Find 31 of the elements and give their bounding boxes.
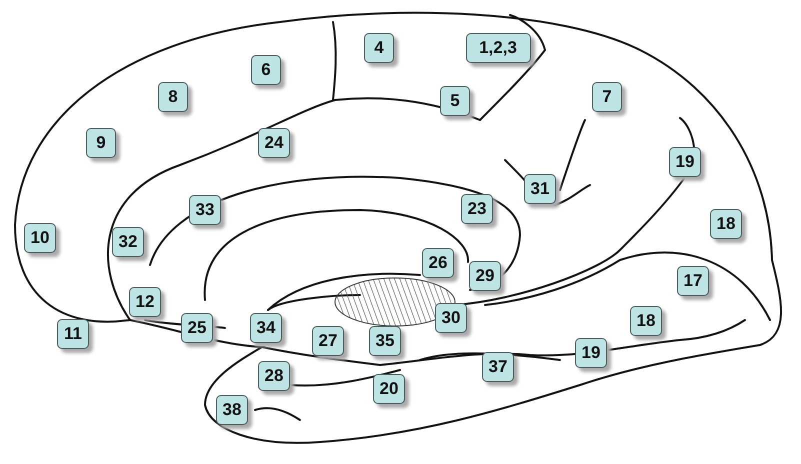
area-number-label: 4 (364, 33, 394, 63)
area-number-label: 28 (258, 361, 290, 391)
area-number-label: 19 (669, 147, 701, 177)
area-number-label: 17 (677, 266, 709, 296)
area-number-label: 30 (435, 303, 467, 333)
area-number-label: 6 (251, 55, 281, 85)
area-number-label: 12 (129, 287, 161, 317)
area-number-label: 29 (469, 261, 501, 291)
area-number-label: 20 (373, 374, 405, 404)
area-number-label: 26 (422, 248, 454, 278)
area-number-label: 9 (86, 128, 116, 158)
area-number-label: 10 (24, 223, 56, 253)
area-number-label: 31 (524, 174, 556, 204)
area-number-label: 18 (710, 209, 742, 239)
area-number-label: 19 (575, 338, 607, 368)
area-number-label: 38 (216, 395, 248, 425)
area-number-label: 32 (112, 227, 144, 257)
area-number-label: 11 (57, 319, 89, 349)
area-number-label: 27 (312, 326, 344, 356)
area-number-label: 35 (369, 326, 401, 356)
area-number-label: 25 (181, 313, 213, 343)
area-number-label: 34 (250, 313, 282, 343)
area-number-label: 5 (440, 86, 470, 116)
area-number-label: 8 (158, 82, 188, 112)
area-number-label: 24 (258, 128, 290, 158)
area-number-label: 7 (592, 82, 622, 112)
area-number-label: 37 (482, 352, 514, 382)
area-number-label: 23 (461, 194, 493, 224)
area-number-label: 18 (630, 306, 662, 336)
area-number-label: 1,2,3 (466, 33, 530, 63)
area-number-label: 33 (189, 195, 221, 225)
